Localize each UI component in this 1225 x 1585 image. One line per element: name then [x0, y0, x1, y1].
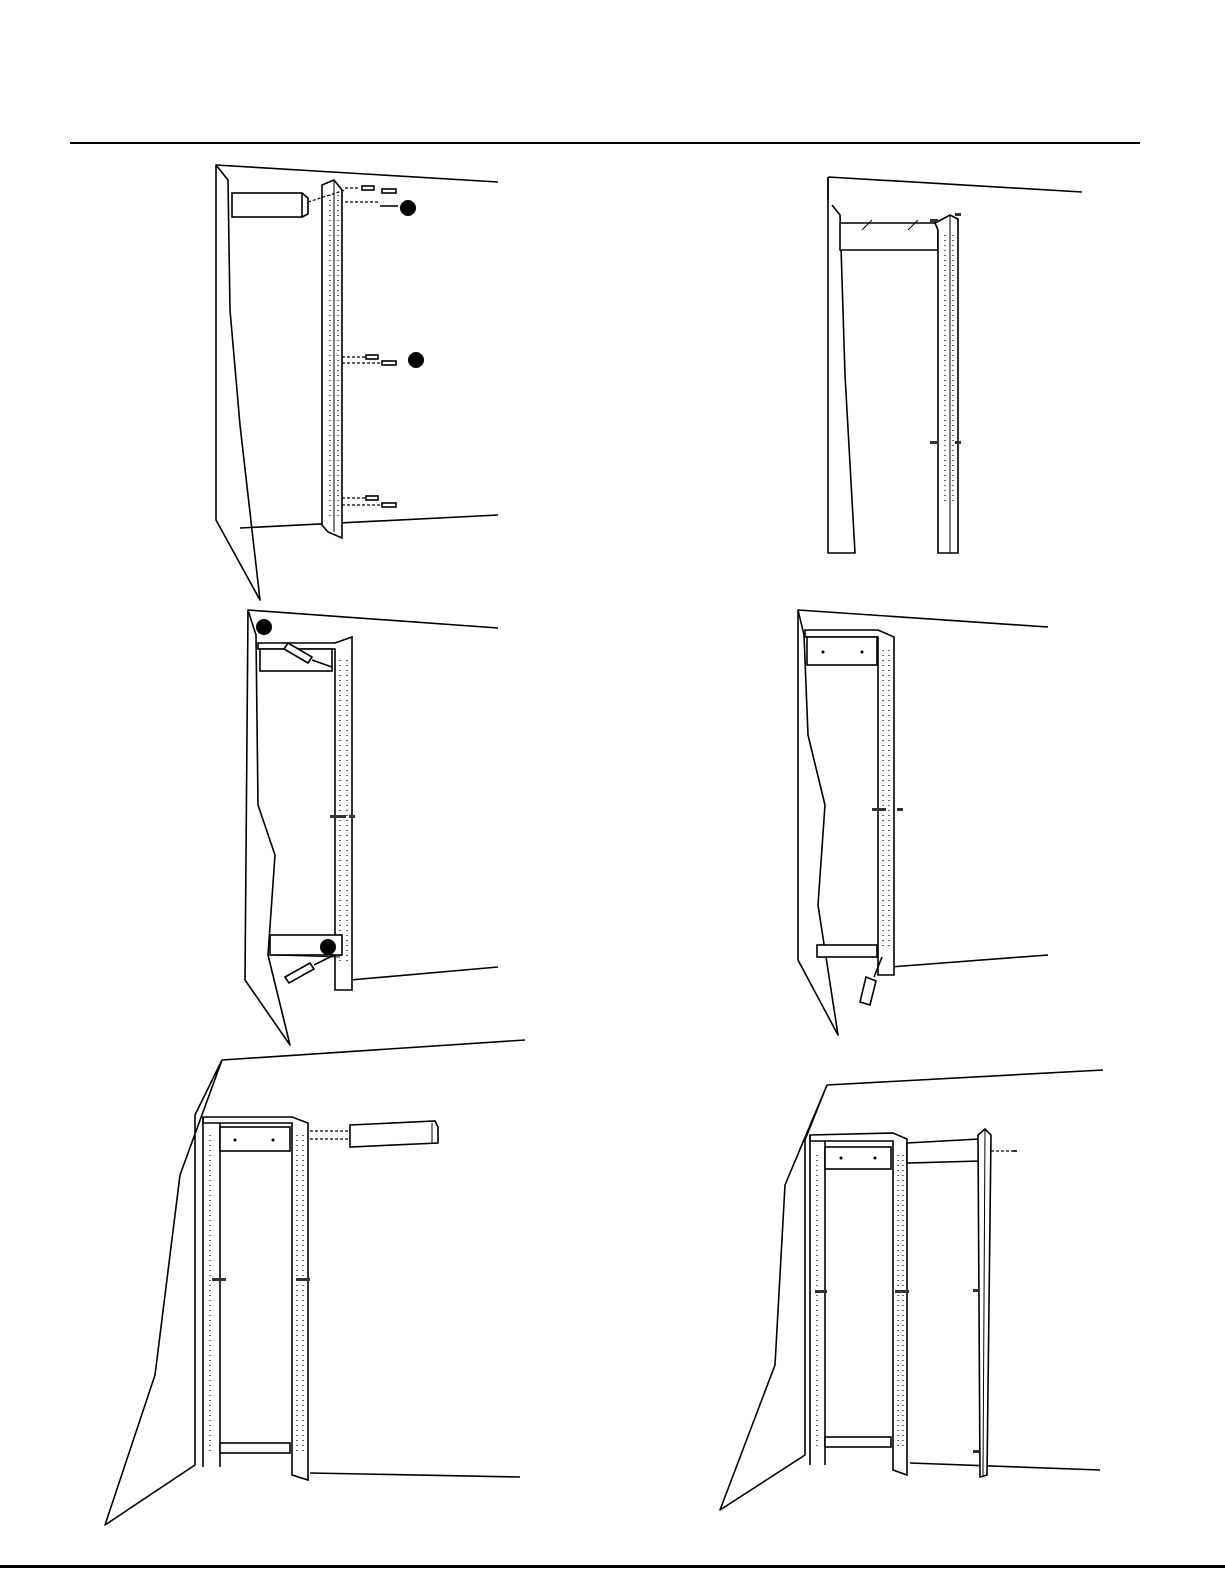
- wall-outline: [720, 1070, 1103, 1510]
- wall-outline: [798, 610, 1048, 1035]
- cabinet-frame: [810, 1133, 909, 1475]
- step-marker-dot: [408, 352, 424, 368]
- side-panel: [322, 180, 342, 538]
- step-marker-dot: [400, 200, 416, 216]
- screwdriver-icon: [860, 957, 882, 1005]
- wall-outline: [105, 1040, 525, 1525]
- wall-outline: [216, 165, 498, 600]
- wall-outline: [245, 610, 498, 1045]
- fastener-group-middle: [342, 352, 424, 368]
- top-shelf-board: [232, 193, 302, 217]
- footer-rule: [0, 1565, 1225, 1568]
- step-marker-dot: [256, 619, 272, 635]
- step-marker-dot: [320, 939, 336, 955]
- cabinet-frame: [258, 637, 355, 990]
- step-1-illustration: [200, 160, 520, 600]
- header-rule: [70, 142, 1140, 144]
- step-2-illustration: [810, 175, 1100, 560]
- step-4-illustration: [790, 605, 1060, 1040]
- side-panel: [930, 213, 961, 553]
- step-6-illustration: [715, 1065, 1115, 1520]
- second-shelf: [907, 1139, 980, 1163]
- shelf-board-incoming: [310, 1121, 438, 1147]
- fastener-group-bottom: [342, 496, 396, 507]
- second-side-panel: [973, 1129, 1017, 1477]
- step-5-illustration: [100, 1035, 530, 1530]
- step-3-illustration: [240, 605, 510, 1050]
- cabinet-frame: [203, 1117, 310, 1480]
- top-shelf-board: [840, 220, 938, 250]
